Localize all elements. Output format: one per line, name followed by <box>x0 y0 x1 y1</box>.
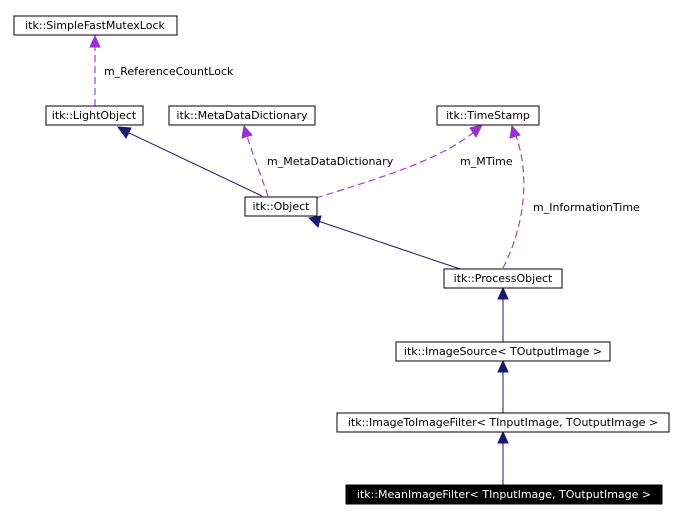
node-label: itk::SimpleFastMutexLock <box>25 19 165 32</box>
edge-object-to-metadatadictionary <box>246 135 269 197</box>
node-light-object[interactable]: itk::LightObject <box>45 105 144 126</box>
node-simple-fast-mutex-lock[interactable]: itk::SimpleFastMutexLock <box>13 15 178 36</box>
label-information-time: m_InformationTime <box>533 201 640 214</box>
edge-object-to-timestamp <box>315 131 475 199</box>
node-image-source[interactable]: itk::ImageSource< TOutputImage > <box>395 341 611 362</box>
node-meta-data-dictionary[interactable]: itk::MetaDataDictionary <box>168 105 316 126</box>
label-reference-count-lock: m_ReferenceCountLock <box>104 65 234 78</box>
node-mean-image-filter[interactable]: itk::MeanImageFilter< TInputImage, TOutp… <box>345 484 663 505</box>
node-label: itk::Object <box>253 200 311 213</box>
inheritance-edges <box>116 126 509 485</box>
arrowhead-lightobject <box>116 126 132 139</box>
arrowhead-imagetoimagefilter <box>497 430 509 444</box>
arrowhead-metadatadictionary <box>241 124 253 139</box>
arrowhead-processobject <box>497 286 509 300</box>
edge-processobject-to-timestamp <box>502 135 525 269</box>
arrowhead-object <box>307 215 322 228</box>
node-label: itk::LightObject <box>52 109 137 122</box>
node-label: itk::TimeStamp <box>446 109 530 122</box>
node-process-object[interactable]: itk::ProcessObject <box>443 268 563 289</box>
arrowhead-timestamp-mtime <box>469 124 483 138</box>
node-image-to-image-filter[interactable]: itk::ImageToImageFilter< TInputImage, TO… <box>336 412 670 433</box>
member-edges <box>89 34 525 269</box>
edge-object-to-lightobject <box>126 131 263 197</box>
edge-processobject-to-object <box>317 220 464 271</box>
arrowhead-timestamp-information <box>509 124 521 139</box>
arrowhead-mutexlock <box>89 34 101 48</box>
edge-labels: m_ReferenceCountLock m_MetaDataDictionar… <box>104 65 640 214</box>
node-time-stamp[interactable]: itk::TimeStamp <box>436 105 540 126</box>
label-meta-data-dictionary: m_MetaDataDictionary <box>267 155 394 168</box>
arrowhead-imagesource <box>497 359 509 373</box>
node-label: itk::MeanImageFilter< TInputImage, TOutp… <box>357 488 651 501</box>
node-object[interactable]: itk::Object <box>244 196 318 217</box>
node-label: itk::ImageToImageFilter< TInputImage, TO… <box>348 416 658 429</box>
label-mtime: m_MTime <box>460 155 513 168</box>
node-label: itk::ProcessObject <box>454 272 553 285</box>
node-label: itk::MetaDataDictionary <box>176 109 308 122</box>
node-label: itk::ImageSource< TOutputImage > <box>404 345 602 358</box>
